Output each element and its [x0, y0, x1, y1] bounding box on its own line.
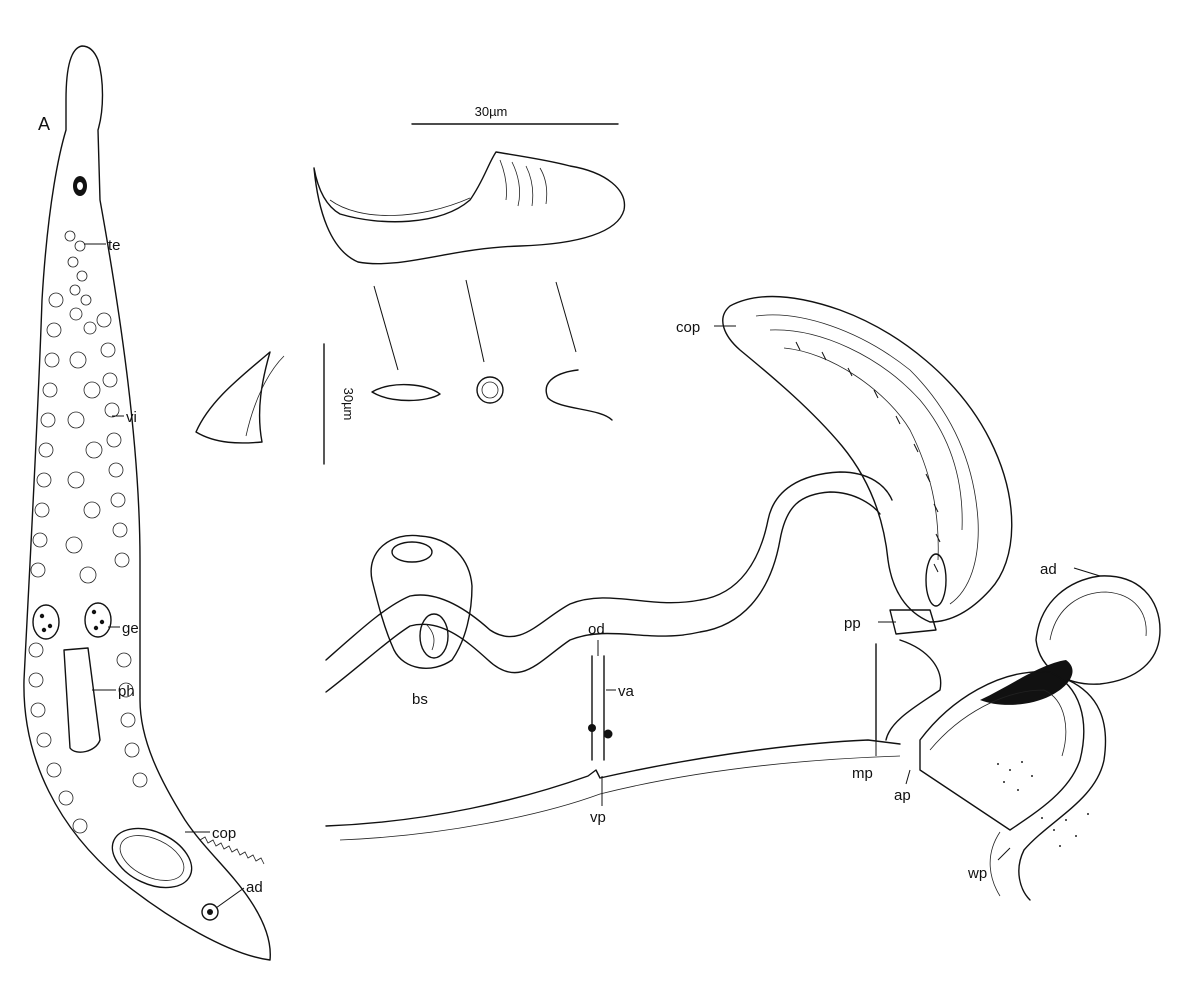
label-cop-whole: cop	[212, 825, 236, 842]
vagina	[591, 655, 605, 761]
adhesive-organ-whole	[201, 903, 219, 921]
penis-papilla	[889, 609, 937, 635]
label-ph: ph	[118, 683, 135, 700]
label-pp: pp	[844, 615, 861, 632]
whole-worm-drawing	[23, 45, 271, 961]
sclerite-detail	[195, 123, 626, 465]
central-follicles	[65, 351, 103, 584]
label-mp: mp	[852, 765, 873, 782]
panel-letter: A	[38, 114, 50, 134]
stippling	[997, 761, 1089, 847]
label-te: te	[108, 237, 121, 254]
sclerite-main	[313, 151, 626, 265]
small-hook	[195, 351, 271, 444]
label-vp: vp	[590, 809, 606, 826]
label-ge: ge	[122, 620, 139, 637]
posterior-wall	[1018, 679, 1107, 901]
copulatory-organ-section	[722, 295, 1013, 623]
pharynx	[63, 647, 101, 753]
label-cop-section: cop	[676, 319, 700, 336]
label-ad-section: ad	[1040, 561, 1057, 578]
scale-label-side: 30µm	[341, 388, 356, 421]
vitellaria-right	[96, 312, 148, 788]
label-od: od	[588, 621, 605, 638]
tail-serrations	[199, 836, 265, 865]
label-wp: wp	[967, 865, 987, 882]
testes-group	[64, 230, 97, 335]
label-bs: bs	[412, 691, 428, 708]
oviduct-lower	[325, 491, 881, 693]
section-2	[476, 376, 504, 404]
oviduct-upper	[325, 471, 893, 661]
copulatory-organ-whole	[111, 827, 193, 889]
section-1	[371, 383, 441, 402]
section-3	[545, 369, 613, 421]
accessory-atrium	[919, 671, 1085, 831]
adhesive-plug	[980, 660, 1073, 705]
bursa-seminalis	[370, 534, 473, 669]
worm-body-outline	[23, 45, 271, 961]
label-ad-whole: ad	[246, 879, 263, 896]
sagittal-section	[325, 295, 1161, 901]
vitellaria-left	[28, 292, 88, 834]
adhesive-organ-section	[1035, 575, 1161, 685]
scale-label-top: 30µm	[475, 104, 508, 119]
label-va: va	[618, 683, 635, 700]
label-ap: ap	[894, 787, 911, 804]
ventral-body-wall	[325, 739, 901, 827]
male-atrium	[875, 639, 942, 741]
germaria	[32, 602, 112, 640]
label-vi: vi	[126, 409, 137, 426]
